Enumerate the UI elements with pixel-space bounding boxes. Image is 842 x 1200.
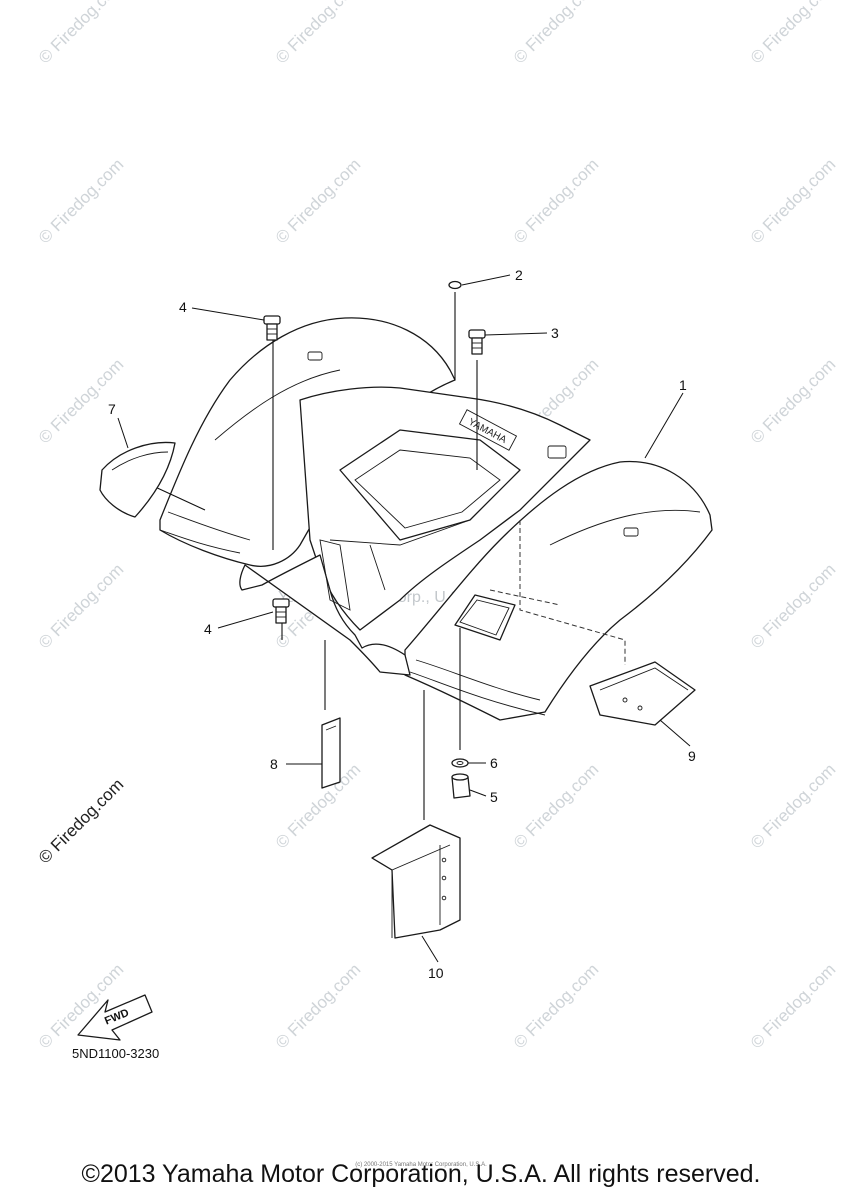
watermark-text-3-3: © Firedog.com	[747, 560, 839, 652]
watermark-text-0-1: © Firedog.com	[35, 155, 127, 247]
watermark-text-1-1: © Firedog.com	[272, 155, 364, 247]
watermark-text-1-5: © Firedog.com	[272, 960, 364, 1052]
diagram-ref-code: 5ND1100-3230	[72, 1046, 160, 1061]
watermark-text-2-5: © Firedog.com	[510, 960, 602, 1052]
watermark-text-1-4: © Firedog.com	[272, 760, 364, 852]
callout-5: 5	[490, 789, 498, 805]
watermark-text-2-1: © Firedog.com	[510, 155, 602, 247]
rear-fender[interactable]: YAMAHA	[159, 317, 713, 721]
watermark-text-1-0: © Firedog.com	[272, 0, 364, 67]
nut-part-5[interactable]	[451, 773, 471, 799]
callout-8: 8	[270, 756, 278, 772]
pad-part-7[interactable]	[99, 441, 176, 518]
callout-6: 6	[490, 755, 498, 771]
copyright-notice: ©2013 Yamaha Motor Corporation, U.S.A. A…	[81, 1160, 761, 1188]
callout-4-upper: 4	[179, 299, 187, 315]
watermark-text-0-0: © Firedog.com	[35, 0, 127, 67]
fwd-arrow-icon: FWD	[77, 994, 153, 1041]
watermark-text-3-5: © Firedog.com	[747, 960, 839, 1052]
watermark-text-3-1: © Firedog.com	[747, 155, 839, 247]
callout-4-lower: 4	[204, 621, 212, 637]
callout-2: 2	[515, 267, 523, 283]
bolt-part-3[interactable]	[468, 329, 486, 355]
watermark-text-2-4: © Firedog.com	[510, 760, 602, 852]
watermark-text-0-3: © Firedog.com	[35, 560, 127, 652]
mudflap-part-9[interactable]	[589, 661, 696, 726]
washer-part-6[interactable]	[451, 758, 469, 768]
watermark-text-3-0: © Firedog.com	[747, 0, 839, 67]
watermark-text-3-4: © Firedog.com	[747, 760, 839, 852]
cover-part-10[interactable]	[371, 824, 461, 939]
rubber-cap[interactable]	[448, 280, 462, 290]
callout-9: 9	[688, 748, 696, 764]
callout-3: 3	[551, 325, 559, 341]
callout-7: 7	[108, 401, 116, 417]
strip-part-8[interactable]	[321, 717, 341, 789]
watermark-text-3-2: © Firedog.com	[747, 355, 839, 447]
watermark-text-2-0: © Firedog.com	[510, 0, 602, 67]
tiny-copyright: (c) 2000-2015 Yamaha Motor Corporation, …	[355, 1162, 487, 1168]
bolt-part-4-upper[interactable]	[263, 315, 281, 341]
callout-1: 1	[679, 377, 687, 393]
callout-10: 10	[428, 965, 444, 981]
bolt-part-4-lower[interactable]	[272, 598, 290, 624]
watermark-text-dark: © Firedog.com	[35, 775, 127, 867]
